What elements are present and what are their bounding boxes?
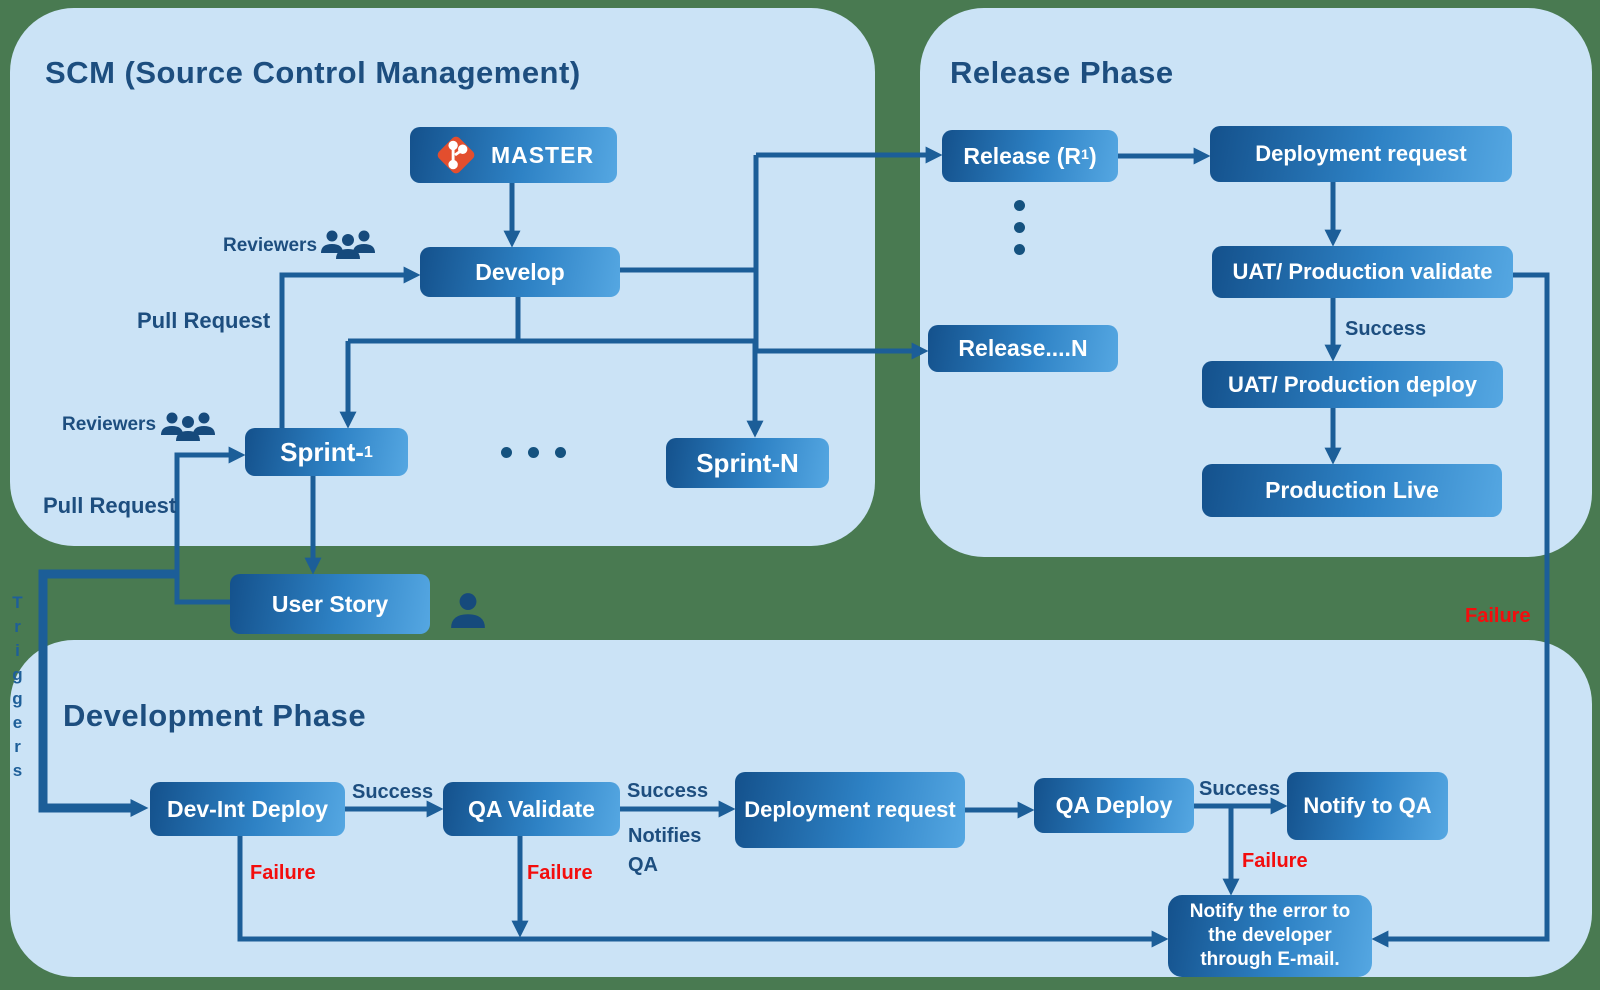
success-dev-label: Success [352, 781, 434, 803]
reviewers-group-icon [318, 228, 378, 265]
node-user-story-label: User Story [271, 590, 389, 617]
reviewers-group-icon [158, 410, 218, 447]
node-user-story: User Story [230, 574, 430, 634]
node-dev-int-deploy-label: Dev-Int Deploy [166, 795, 329, 822]
node-deployment-request-label: Deployment request [1255, 141, 1467, 167]
node-uat-validate-label: UAT/ Production validate [1232, 259, 1493, 285]
ellipsis-dot [1014, 222, 1025, 233]
node-notify-error-label: Notify the error to the developer throug… [1189, 901, 1351, 970]
node-uat-deploy: UAT/ Production deploy [1202, 361, 1503, 408]
node-notify-error: Notify the error to the developer throug… [1168, 895, 1372, 977]
success-deploy-label: Success [1199, 778, 1281, 800]
failure-devint-label: Failure [250, 862, 316, 884]
ellipsis-dot [1014, 244, 1025, 255]
node-develop-label: Develop [475, 258, 565, 285]
notifies-qa-label: Notifies QA [628, 825, 702, 876]
ellipsis-dot [528, 447, 539, 458]
node-sprint-n: Sprint-N [666, 438, 829, 488]
node-release-n: Release....N [928, 325, 1118, 372]
node-deployment-request: Deployment request [1210, 126, 1512, 182]
node-deployment-request-dev: Deployment request [735, 772, 965, 848]
scm-title: SCM (Source Control Management) [45, 55, 581, 90]
node-production-live-label: Production Live [1265, 477, 1439, 504]
success-qa-label: Success [627, 780, 709, 802]
ellipsis-dot [555, 447, 566, 458]
triggers-vertical-label: Triggers [8, 593, 27, 785]
development-title: Development Phase [63, 698, 367, 733]
reviewers-sprint-label: Reviewers [62, 414, 157, 435]
node-notify-qa-label: Notify to QA [1303, 793, 1432, 819]
success-uat-label: Success [1345, 318, 1427, 340]
node-notify-qa: Notify to QA [1287, 772, 1448, 840]
node-release-r1-close: ) [1088, 142, 1097, 169]
node-qa-validate-label: QA Validate [468, 795, 595, 822]
ellipsis-dot [501, 447, 512, 458]
node-qa-validate: QA Validate [443, 782, 620, 836]
release-title: Release Phase [950, 55, 1174, 90]
node-sprint-1-label: Sprint- [280, 436, 364, 467]
node-production-live: Production Live [1202, 464, 1502, 517]
ellipsis-dot [1014, 200, 1025, 211]
node-release-r1-sub: 1 [1081, 147, 1089, 164]
node-deployment-request-dev-label: Deployment request [744, 797, 956, 823]
failure-right-label: Failure [1465, 605, 1531, 627]
reviewers-develop-label: Reviewers [223, 235, 318, 256]
node-release-n-label: Release....N [958, 335, 1088, 362]
node-dev-int-deploy: Dev-Int Deploy [150, 782, 345, 836]
node-master-label: MASTER [490, 141, 595, 168]
git-icon [433, 132, 479, 178]
failure-qadeploy-label: Failure [1242, 850, 1308, 872]
node-qa-deploy: QA Deploy [1034, 778, 1194, 833]
node-uat-deploy-label: UAT/ Production deploy [1228, 371, 1477, 397]
node-sprint-n-label: Sprint-N [696, 447, 799, 478]
pull-request-sprint-label: Pull Request [43, 493, 177, 518]
node-sprint-1: Sprint-1 [245, 428, 408, 476]
node-release-r1-label: Release (R [963, 142, 1081, 169]
node-develop: Develop [420, 247, 620, 297]
failure-qavalidate-label: Failure [527, 862, 593, 884]
node-uat-validate: UAT/ Production validate [1212, 246, 1513, 298]
pull-request-develop-label: Pull Request [137, 308, 271, 333]
node-master: MASTER [410, 127, 617, 183]
node-qa-deploy-label: QA Deploy [1055, 792, 1173, 819]
person-icon [449, 592, 487, 633]
node-sprint-1-sub: 1 [363, 442, 373, 461]
